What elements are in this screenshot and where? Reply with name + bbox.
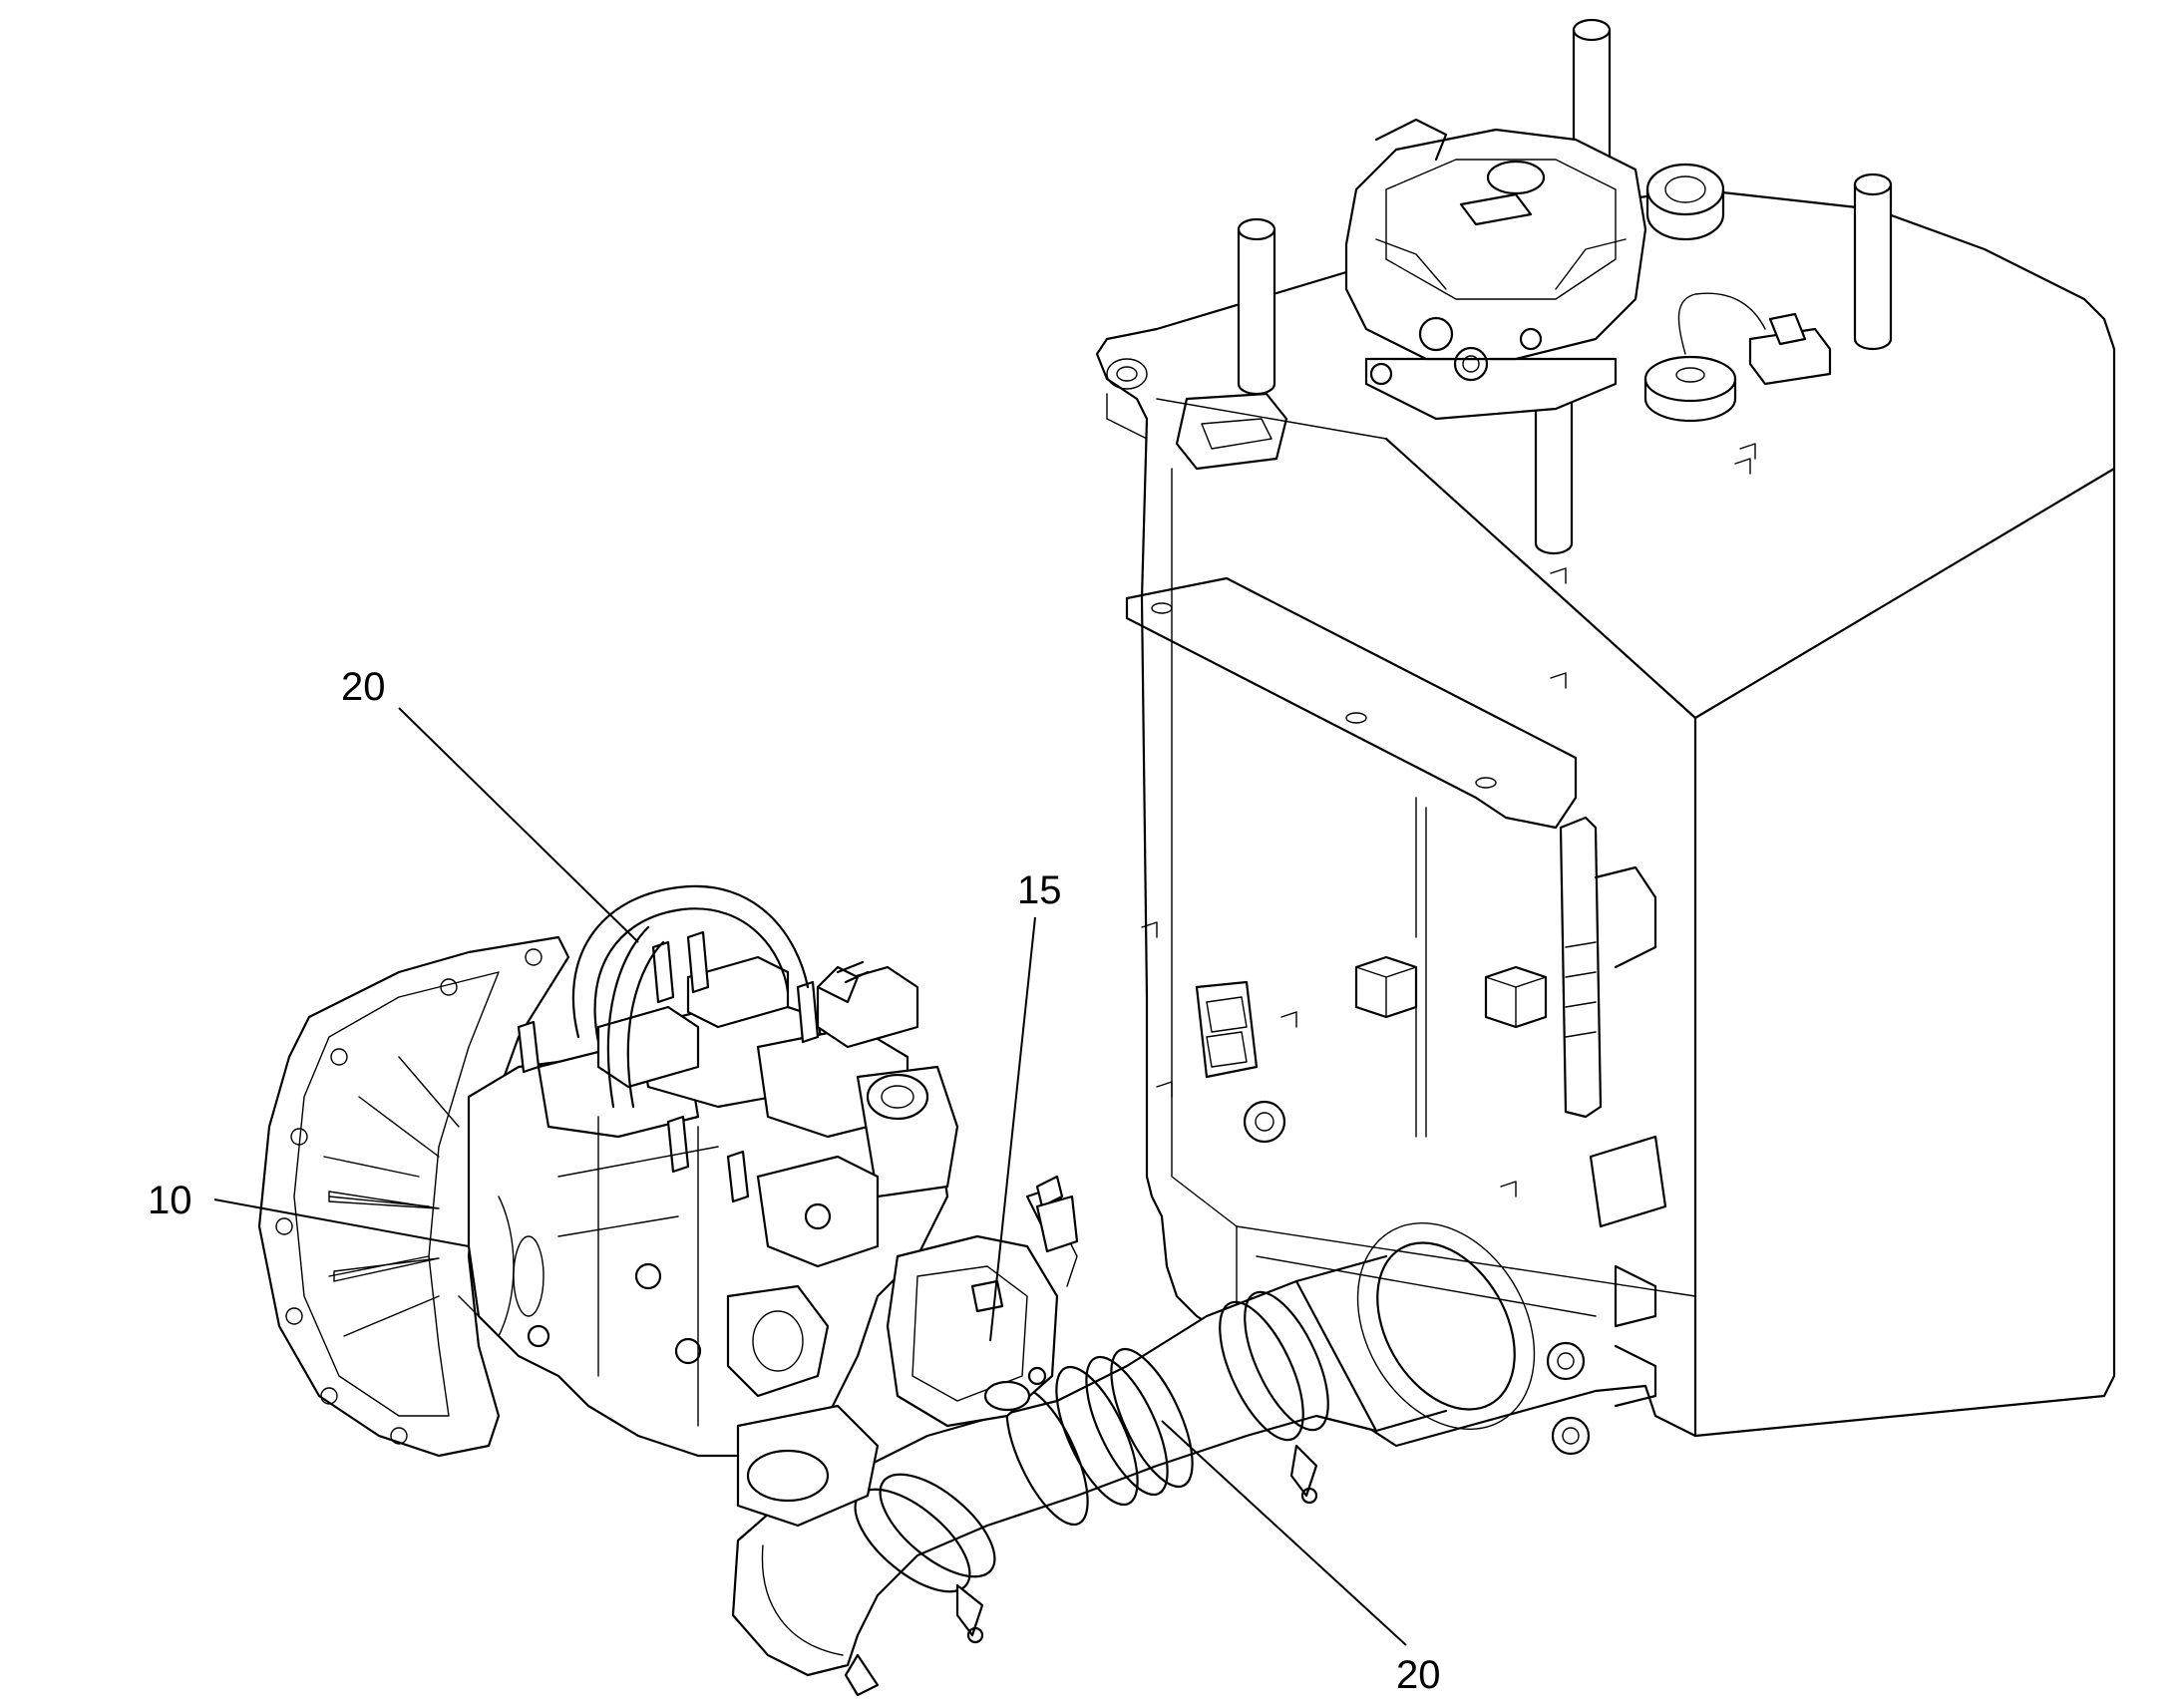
leader-lines [213,707,1407,1646]
leader-20-top [398,707,639,943]
hydraulic-tank [1095,187,2116,1456]
callout-20-bottom: 20 [1396,1653,1441,1697]
callout-15: 15 [1017,868,1062,912]
callout-10: 10 [148,1179,192,1222]
return-filter-head [1344,118,1832,423]
leader-15 [989,916,1036,1342]
leader-10 [213,1198,470,1247]
leader-20-bottom [1161,1420,1407,1646]
suction-hose [731,1279,1378,1697]
tank-outlet-pipe [1294,1221,1536,1433]
callout-20-top: 20 [341,665,386,709]
hydraulic-pump-assembly [257,884,1079,1528]
tank-posts [1237,18,1893,555]
